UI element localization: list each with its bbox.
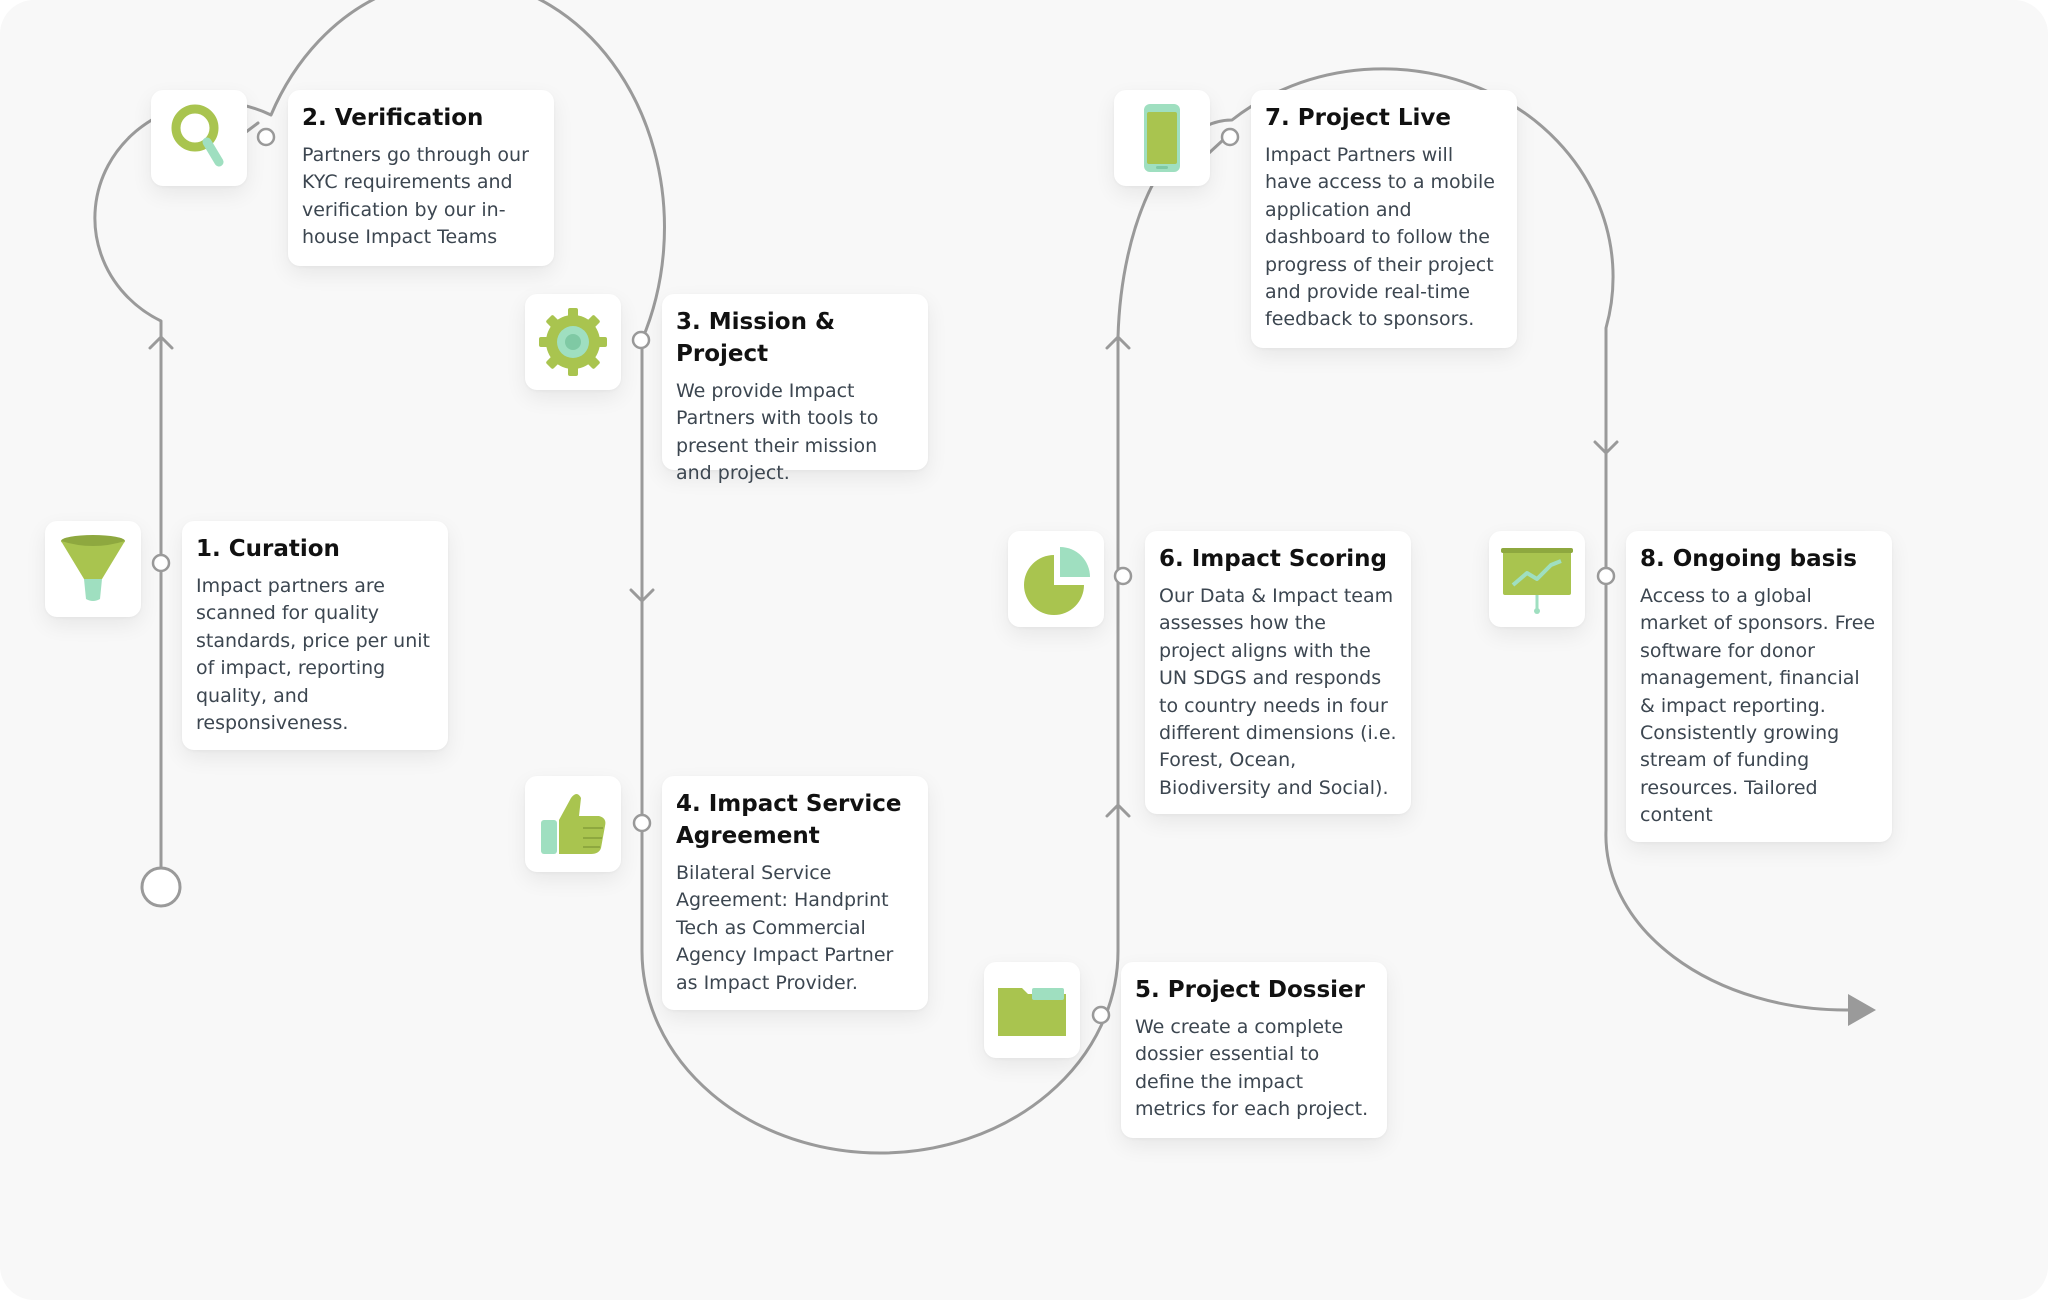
step-7-description: Impact Partners will have access to a mo… (1265, 144, 1495, 331)
funnel-icon (61, 535, 125, 601)
presentation-board-icon (1501, 548, 1573, 614)
smartphone-icon (1144, 104, 1180, 172)
step-1-card: 1. Curation Impact partners are scanned … (182, 521, 448, 750)
step-5-icon-box (984, 962, 1080, 1058)
folder-icon (998, 988, 1066, 1036)
step-6-icon-box (1008, 531, 1104, 627)
step-8-description: Access to a global market of sponsors. F… (1640, 585, 1876, 827)
step-6-description: Our Data & Impact team assesses how the … (1159, 585, 1397, 799)
step-7-card: 7. Project Live Impact Partners will hav… (1251, 90, 1517, 348)
step-7-icon-box (1114, 90, 1210, 186)
step-6-title: 6. Impact Scoring (1159, 546, 1387, 572)
thumbs-up-icon (541, 794, 606, 854)
step-5-description: We create a complete dossier essential t… (1135, 1016, 1369, 1121)
step-8-card: 8. Ongoing basis Access to a global mark… (1626, 531, 1892, 842)
pie-chart-icon (1024, 547, 1090, 615)
step-6-card: 6. Impact Scoring Our Data & Impact team… (1145, 531, 1411, 814)
step-1-description: Impact partners are scanned for quality … (196, 575, 430, 735)
step-4-description: Bilateral Service Agreement: Handprint T… (676, 862, 894, 994)
step-1-title: 1. Curation (196, 536, 340, 562)
step-3-icon-box (525, 294, 621, 390)
step-4-card: 4. Impact Service Agreement Bilateral Se… (662, 776, 928, 1010)
step-2-description: Partners go through our KYC requirements… (302, 144, 529, 249)
step-3-description: We provide Impact Partners with tools to… (676, 380, 879, 485)
step-4-title: 4. Impact Service Agreement (676, 791, 902, 849)
step-2-title: 2. Verification (302, 105, 484, 131)
step-2-card: 2. Verification Partners go through our … (288, 90, 554, 266)
step-5-card: 5. Project Dossier We create a complete … (1121, 962, 1387, 1138)
step-8-title: 8. Ongoing basis (1640, 546, 1857, 572)
step-3-card: 3. Mission & Project We provide Impact P… (662, 294, 928, 484)
magnifier-icon (171, 104, 224, 167)
step-7-title: 7. Project Live (1265, 105, 1451, 131)
step-2-icon-box (151, 90, 247, 186)
step-5-title: 5. Project Dossier (1135, 977, 1365, 1003)
step-3-title: 3. Mission & Project (676, 309, 836, 367)
gear-icon (539, 308, 607, 376)
step-8-icon-box (1489, 531, 1585, 627)
step-4-icon-box (525, 776, 621, 872)
step-1-icon-box (45, 521, 141, 617)
